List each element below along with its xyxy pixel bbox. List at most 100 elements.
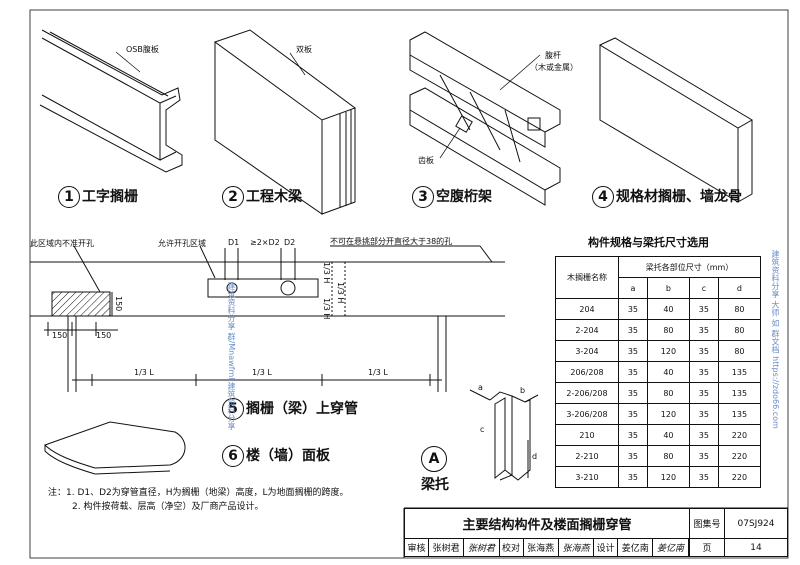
spec-row-name: 3-210 bbox=[555, 466, 619, 488]
spec-cell: 35 bbox=[688, 298, 719, 320]
tooth-plate-callout: 齿板 bbox=[418, 156, 434, 165]
spec-cell: 120 bbox=[646, 340, 690, 362]
right-watermark: 建筑资料分享 大师 如 群文档 https://zdo66.com bbox=[771, 250, 780, 429]
col-c: c bbox=[688, 277, 719, 299]
check-signature: 张海燕 bbox=[557, 538, 595, 557]
spec-cell: 40 bbox=[646, 361, 690, 383]
spec-cell: 120 bbox=[646, 403, 690, 425]
spec-row-name: 206/208 bbox=[555, 361, 619, 383]
spec-cell: 35 bbox=[618, 382, 648, 404]
spec-cell: 35 bbox=[688, 445, 719, 467]
open-web-truss-drawing bbox=[409, 31, 561, 206]
figure-a-label: A 梁托 bbox=[420, 446, 450, 494]
page-label: 页 bbox=[689, 538, 725, 557]
dim-150-b: 150 bbox=[96, 331, 112, 340]
spec-cell: 35 bbox=[688, 382, 719, 404]
spec-cell: 220 bbox=[717, 424, 762, 446]
spec-cell: 80 bbox=[646, 445, 690, 467]
review-signature: 张树君 bbox=[463, 538, 500, 557]
floor-panel-drawing bbox=[44, 421, 186, 475]
atlas-label: 图集号 bbox=[689, 508, 725, 539]
dim-h-bottom: 1/3 H bbox=[322, 298, 331, 320]
sheet-border bbox=[29, 9, 789, 559]
name-header: 木搁栅名称 bbox=[555, 256, 619, 299]
spec-cell: 35 bbox=[618, 445, 648, 467]
d1-label: D1 bbox=[228, 238, 240, 247]
drawing-title: 主要结构构件及楼面搁栅穿管 bbox=[404, 508, 690, 539]
spec-cell: 80 bbox=[717, 340, 762, 362]
atlas-number: 07SJ924 bbox=[724, 508, 788, 539]
left-watermark: 建筑资料分享 群/Mnawfml 建筑资料分享 bbox=[227, 282, 236, 431]
double-board-callout: 双板 bbox=[296, 45, 312, 54]
review-name: 张树君 bbox=[427, 538, 465, 557]
span-1: 1/3 L bbox=[134, 368, 154, 377]
spec-cell: 35 bbox=[618, 403, 648, 425]
span-3: 1/3 L bbox=[368, 368, 388, 377]
design-signature: 姜亿南 bbox=[652, 538, 689, 557]
dim-150-side: 150 bbox=[114, 296, 123, 312]
spec-cell: 35 bbox=[688, 424, 719, 446]
spec-cell: 35 bbox=[688, 319, 719, 341]
dim-150-a: 150 bbox=[52, 331, 68, 340]
spec-row-name: 3-206/208 bbox=[555, 403, 619, 425]
spec-cell: 135 bbox=[717, 382, 762, 404]
spec-cell: 35 bbox=[618, 340, 648, 362]
spec-cell: 35 bbox=[688, 340, 719, 362]
i-joist-drawing bbox=[39, 29, 183, 173]
spacing-label: ≥2×D2 bbox=[250, 238, 280, 247]
review-label: 审核 bbox=[404, 538, 429, 557]
engineered-beam-drawing bbox=[213, 29, 357, 215]
osb-web-callout: OSB腹板 bbox=[126, 45, 159, 54]
design-label: 设计 bbox=[593, 538, 619, 557]
joist-hanger-drawing bbox=[469, 389, 539, 481]
spec-cell: 80 bbox=[646, 382, 690, 404]
page-number: 14 bbox=[724, 538, 788, 557]
spec-cell: 35 bbox=[618, 424, 648, 446]
spec-cell: 35 bbox=[688, 361, 719, 383]
spec-cell: 40 bbox=[646, 424, 690, 446]
spec-cell: 80 bbox=[646, 319, 690, 341]
note-line-2: 2. 构件按荷载、层高（净空）及厂商产品设计。 bbox=[72, 502, 264, 512]
spec-cell: 35 bbox=[618, 298, 648, 320]
dimension-lumber-drawing bbox=[598, 37, 753, 203]
spec-cell: 40 bbox=[646, 298, 690, 320]
dim-h-top: 1/3 H bbox=[322, 262, 331, 284]
spec-row-name: 204 bbox=[555, 298, 619, 320]
col-a: a bbox=[618, 277, 648, 299]
d2-label: D2 bbox=[284, 238, 296, 247]
spec-row-name: 210 bbox=[555, 424, 619, 446]
spec-cell: 220 bbox=[717, 445, 762, 467]
spec-cell: 135 bbox=[717, 403, 762, 425]
check-name: 张海燕 bbox=[522, 538, 559, 557]
spec-table-title: 构件规格与梁托尺寸选用 bbox=[588, 236, 709, 249]
spec-row-name: 3-204 bbox=[555, 340, 619, 362]
dim-h-mid: 1/3 H bbox=[336, 282, 345, 304]
spec-row-name: 2-204 bbox=[555, 319, 619, 341]
hanger-dim-b: b bbox=[520, 386, 526, 395]
col-b: b bbox=[646, 277, 690, 299]
spec-cell: 35 bbox=[618, 361, 648, 383]
spec-cell: 35 bbox=[688, 466, 719, 488]
group-header: 梁托各部位尺寸（mm） bbox=[618, 256, 761, 278]
col-d: d bbox=[717, 277, 762, 299]
spec-cell: 35 bbox=[618, 466, 648, 488]
spec-row-name: 2-210 bbox=[555, 445, 619, 467]
hanger-dim-a: a bbox=[478, 383, 483, 392]
spec-cell: 35 bbox=[618, 319, 648, 341]
spec-cell: 135 bbox=[717, 361, 762, 383]
cantilever-note: 不可在悬挑部分开直径大于38的孔 bbox=[330, 237, 453, 246]
